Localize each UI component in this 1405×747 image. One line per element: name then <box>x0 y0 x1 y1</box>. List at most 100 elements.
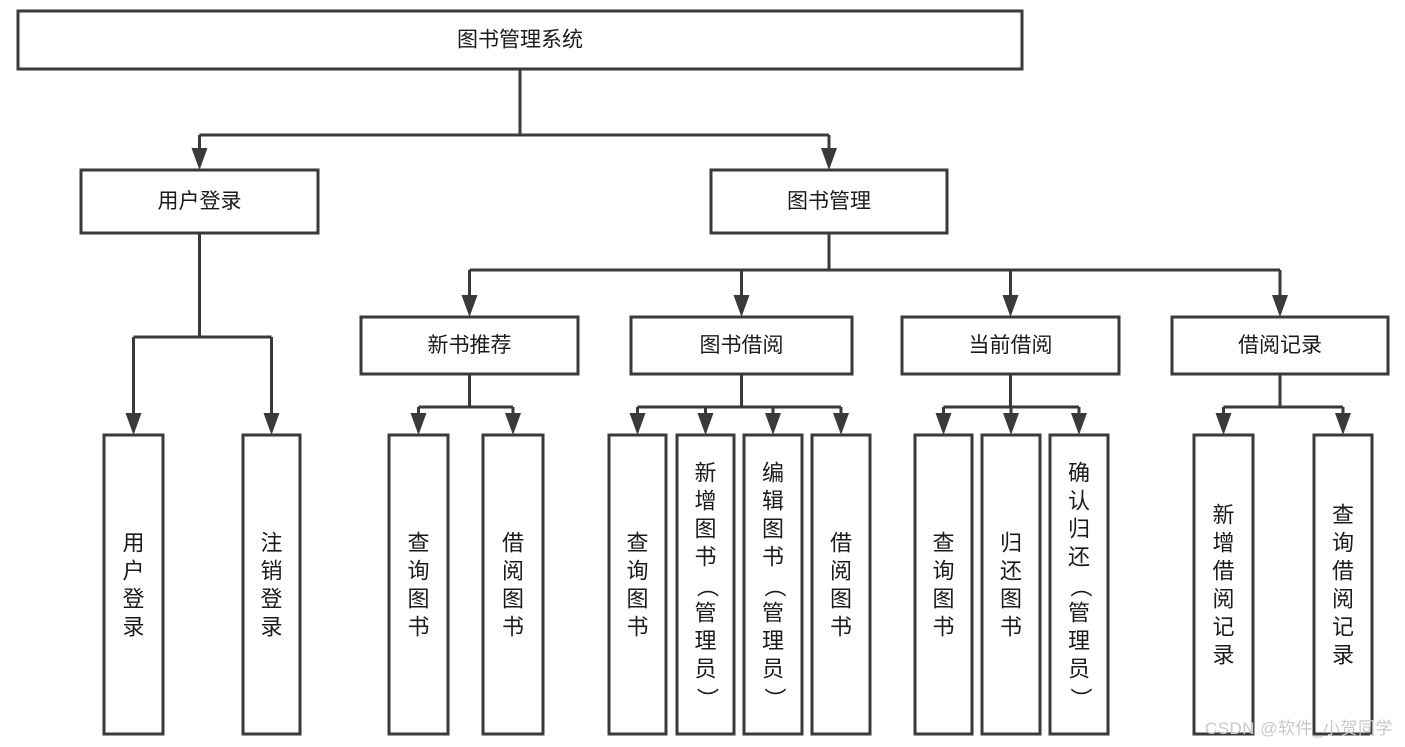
node-new-book-rec[interactable]: 新书推荐 <box>359 315 580 376</box>
edge-layer <box>125 69 1351 435</box>
node-box-leaf-confirm-return <box>1048 433 1110 736</box>
node-leaf-user-login[interactable]: 用户登录 <box>102 433 165 736</box>
svg-text:（: （ <box>762 575 787 597</box>
svg-text:户: 户 <box>122 558 144 583</box>
svg-text:（: （ <box>1068 575 1093 597</box>
svg-text:新: 新 <box>1212 502 1234 527</box>
svg-text:书: 书 <box>830 614 852 639</box>
node-box-root <box>16 9 1024 71</box>
svg-text:增: 增 <box>1212 530 1234 555</box>
svg-text:书: 书 <box>502 614 524 639</box>
node-box-leaf-user-login <box>102 433 165 736</box>
svg-text:查: 查 <box>1332 502 1354 527</box>
svg-text:）: ） <box>695 687 720 709</box>
svg-text:理: 理 <box>762 628 784 653</box>
node-book-manage[interactable]: 图书管理 <box>709 168 949 235</box>
svg-text:还: 还 <box>1068 544 1090 569</box>
svg-text:书: 书 <box>626 614 648 639</box>
svg-text:编: 编 <box>762 460 784 485</box>
arrow-head-icon <box>765 413 781 435</box>
node-label-current-borrow: 当前借阅 <box>969 334 1053 357</box>
arrow-head-icon <box>1003 413 1019 435</box>
node-root[interactable]: 图书管理系统 <box>16 9 1024 71</box>
node-label-root: 图书管理系统 <box>457 29 583 52</box>
svg-text:询: 询 <box>626 558 648 583</box>
node-label-book-borrow: 图书借阅 <box>700 334 784 357</box>
svg-text:新: 新 <box>694 460 716 485</box>
svg-text:归: 归 <box>1000 530 1022 555</box>
node-box-leaf-query-record <box>1312 433 1374 736</box>
arrow-head-icon <box>263 413 280 435</box>
svg-text:认: 认 <box>1068 488 1090 513</box>
node-label-new-book-rec: 新书推荐 <box>428 334 512 357</box>
svg-text:书: 书 <box>932 614 954 639</box>
svg-text:书: 书 <box>762 544 784 569</box>
node-label-book-manage: 图书管理 <box>787 190 871 213</box>
svg-text:图: 图 <box>830 586 852 611</box>
arrow-head-icon <box>821 148 837 170</box>
svg-text:用: 用 <box>122 530 144 555</box>
arrow-head-icon <box>410 413 427 435</box>
svg-text:确: 确 <box>1068 460 1090 485</box>
svg-text:借: 借 <box>502 530 524 555</box>
node-box-borrow-record <box>1170 315 1390 376</box>
edge-group-user-login <box>125 233 280 435</box>
node-box-leaf-borrow-book-2 <box>810 433 872 736</box>
svg-text:录: 录 <box>260 614 282 639</box>
svg-text:图: 图 <box>626 586 648 611</box>
svg-text:增: 增 <box>694 488 716 513</box>
node-label-borrow-record: 借阅记录 <box>1238 334 1322 357</box>
node-book-borrow[interactable]: 图书借阅 <box>629 315 854 376</box>
svg-text:阅: 阅 <box>1212 586 1234 611</box>
svg-text:图: 图 <box>762 516 784 541</box>
edge-group-new-book-rec <box>410 374 521 435</box>
svg-text:借: 借 <box>1332 558 1354 583</box>
arrow-head-icon <box>1335 413 1351 435</box>
edge-group-current-borrow <box>935 374 1087 435</box>
arrow-head-icon <box>629 413 646 435</box>
node-user-login[interactable]: 用户登录 <box>79 168 320 235</box>
svg-text:录: 录 <box>1212 642 1234 667</box>
arrow-head-icon <box>505 413 521 435</box>
svg-text:员: 员 <box>762 656 784 681</box>
arrow-head-icon <box>125 413 142 435</box>
node-current-borrow[interactable]: 当前借阅 <box>900 315 1121 376</box>
svg-text:借: 借 <box>830 530 852 555</box>
svg-text:员: 员 <box>1068 656 1090 681</box>
arrow-head-icon <box>935 413 952 435</box>
node-box-current-borrow <box>900 315 1121 376</box>
svg-text:（: （ <box>695 575 720 597</box>
arrow-head-icon <box>1071 413 1087 435</box>
svg-text:录: 录 <box>122 614 144 639</box>
edge-group-book-manage <box>461 233 1288 317</box>
node-borrow-record[interactable]: 借阅记录 <box>1170 315 1390 376</box>
arrow-head-icon <box>1215 413 1232 435</box>
svg-text:借: 借 <box>1212 558 1234 583</box>
node-box-leaf-query-book-1 <box>387 433 450 736</box>
svg-text:查: 查 <box>407 530 429 555</box>
arrow-head-icon <box>833 413 849 435</box>
svg-text:书: 书 <box>694 544 716 569</box>
arrow-head-icon <box>1272 295 1288 317</box>
edge-group-borrow-record <box>1215 374 1351 435</box>
svg-text:录: 录 <box>1332 642 1354 667</box>
